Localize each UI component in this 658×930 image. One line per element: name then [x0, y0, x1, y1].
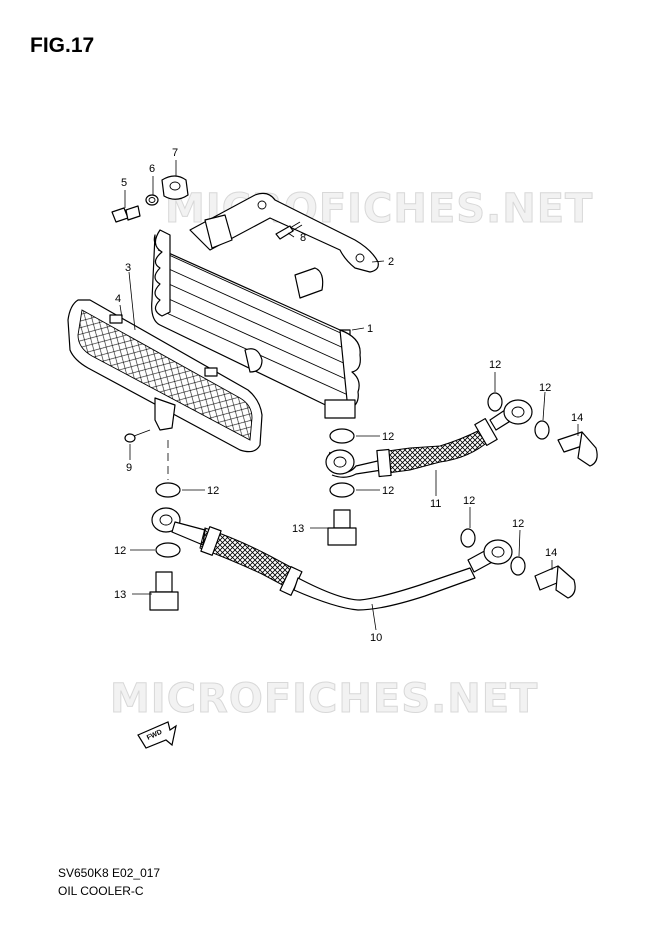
figure-code: SV650K8 E02_017: [58, 866, 161, 880]
callout-12-d: 12: [382, 485, 394, 497]
callout-13-b: 13: [114, 589, 126, 601]
callout-12-c: 12: [382, 431, 394, 443]
callout-12-h: 12: [512, 518, 524, 530]
callout-9: 9: [126, 462, 132, 474]
callout-13-a: 13: [292, 523, 304, 535]
callout-7: 7: [172, 147, 178, 159]
figure-name: OIL COOLER-C: [58, 884, 144, 898]
callout-12-g: 12: [463, 495, 475, 507]
oil-hose-upper: [325, 399, 533, 478]
callout-10: 10: [370, 632, 382, 644]
callout-12-a: 12: [489, 359, 501, 371]
leader-lines: [119, 160, 579, 631]
callout-14-a: 14: [571, 412, 583, 424]
figure-title: FIG.17: [30, 34, 95, 57]
callout-11: 11: [430, 498, 441, 510]
callout-12-f: 12: [114, 545, 126, 557]
callout-3: 3: [125, 262, 131, 274]
callout-2: 2: [388, 256, 394, 268]
callout-14-b: 14: [545, 547, 557, 559]
watermark-bottom: MICROFICHES.NET: [110, 676, 538, 722]
callouts: 1 2 3 4 5 6 7 8 9 10 11 12 12 12 12 12 1…: [114, 147, 583, 644]
bracket-screw: [275, 221, 303, 240]
oil-hose-lower: [151, 507, 513, 611]
cooler-screen: [67, 299, 263, 453]
callout-1: 1: [367, 323, 373, 335]
callout-12-e: 12: [207, 485, 219, 497]
screen-screw: [124, 429, 151, 443]
callout-8: 8: [300, 232, 306, 244]
callout-4: 4: [115, 293, 121, 305]
mount-hardware: [111, 175, 189, 223]
oil-cooler-core: [151, 214, 361, 419]
callout-12-b: 12: [539, 382, 551, 394]
cooler-bracket: [189, 192, 379, 273]
sealing-washers: [155, 392, 550, 576]
callout-5: 5: [121, 177, 127, 189]
callout-6: 6: [149, 163, 155, 175]
union-bolts: [149, 431, 598, 611]
forward-arrow-icon: FWD: [137, 721, 177, 749]
